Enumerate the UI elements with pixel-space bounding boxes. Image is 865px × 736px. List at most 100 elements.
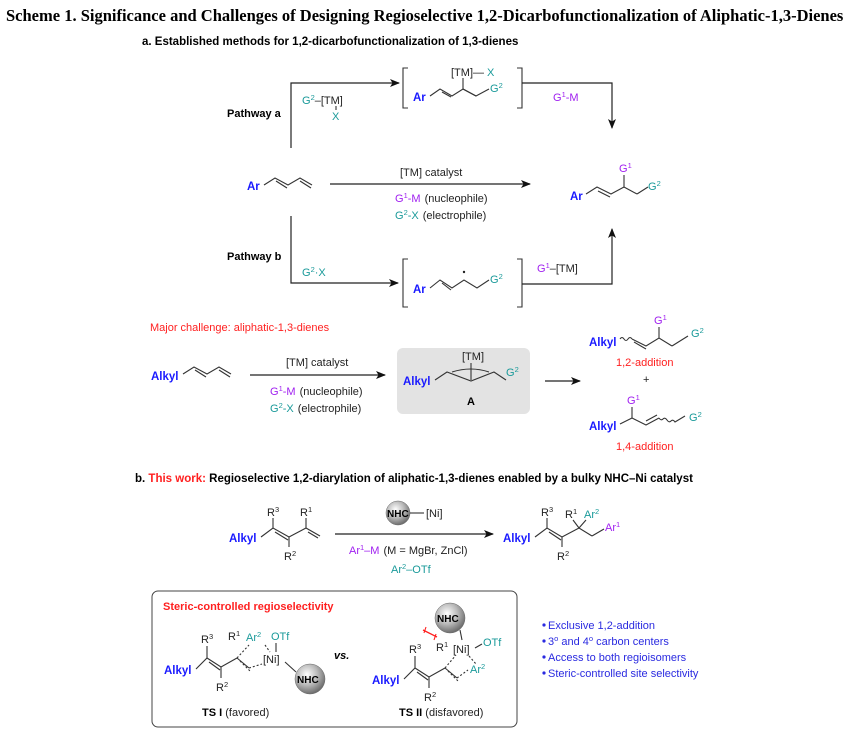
- svg-text:Alkyl: Alkyl: [151, 371, 179, 383]
- pathway-b-arrow: [290, 216, 399, 287]
- challenge-heading: Major challenge: aliphatic-1,3-dienes: [150, 322, 330, 334]
- svg-text:R2: R2: [216, 680, 228, 694]
- svg-text:Alkyl: Alkyl: [229, 533, 257, 545]
- pathway-b-arrow-2: [522, 228, 616, 285]
- svg-text:G1: G1: [619, 161, 632, 175]
- ts-1-label: TS I (favored): [202, 707, 269, 719]
- svg-text:G2: G2: [691, 326, 704, 340]
- svg-text:Ar: Ar: [247, 181, 260, 193]
- feature-list: Exclusive 1,2-addition 3o and 4o carbon …: [542, 620, 699, 680]
- pathway-b-step2-reagent: G1–[TM]: [537, 261, 578, 275]
- svg-text:R3: R3: [409, 642, 421, 656]
- pathway-a-reagent: G2–[TM]: [302, 93, 343, 107]
- ts-2-label: TS II (disfavored): [399, 707, 483, 719]
- nhc-ni-catalyst: NHC [Ni]: [385, 500, 443, 526]
- challenge-section: Major challenge: aliphatic-1,3-dienes Al…: [150, 313, 704, 453]
- ts-2: Alkyl R3 R2 R1 NHC [Ni] OTf Ar2 TS II (d: [372, 602, 502, 719]
- svg-text:G1: G1: [654, 313, 667, 327]
- product-1-4-addition: Alkyl G1 G2 1,4-addition: [589, 393, 702, 453]
- ts-1: Alkyl R3 R2 R1 Ar2 [Ni] OTf NHC TS I (fa…: [164, 629, 326, 719]
- svg-text:Alkyl: Alkyl: [503, 533, 531, 545]
- steric-clash-marker: [422, 629, 438, 638]
- svg-text:NHC: NHC: [297, 675, 319, 686]
- g2-label: G2: [490, 81, 503, 95]
- svg-text:Ar1: Ar1: [605, 520, 620, 534]
- diene-product: Ar G1 G2: [570, 161, 661, 203]
- pathway-a-label: Pathway a: [227, 108, 282, 120]
- diarylation-product: Alkyl R3 R2 R1 Ar2 Ar1: [503, 505, 620, 563]
- feature-item: Exclusive 1,2-addition: [542, 620, 655, 632]
- this-work-reaction: Alkyl R3 R2 R1 NHC [Ni] Ar1–M(M = MgBr, …: [229, 500, 620, 576]
- svg-text:Exclusive 1,2-addition: Exclusive 1,2-addition: [548, 620, 655, 632]
- svg-text:3o and 4o carbon centers: 3o and 4o carbon centers: [548, 634, 669, 648]
- scheme-title: Scheme 1. Significance and Challenges of…: [6, 6, 844, 25]
- section-b-heading: b. This work: Regioselective 1,2-diaryla…: [135, 473, 693, 485]
- feature-item: Access to both regioisomers: [542, 652, 687, 664]
- intermediate-label: A: [467, 396, 475, 408]
- svg-text:[Ni]: [Ni]: [263, 654, 280, 666]
- aryl-diene-substrate: Ar: [247, 177, 313, 193]
- svg-text:OTf: OTf: [271, 631, 290, 643]
- ts-box-heading: Steric-controlled regioselectivity: [163, 601, 334, 613]
- svg-text:[Ni]: [Ni]: [453, 644, 470, 656]
- svg-text:R3: R3: [201, 632, 213, 646]
- svg-text:G1: G1: [627, 393, 640, 407]
- svg-text:Alkyl: Alkyl: [372, 675, 400, 687]
- alkyl-diene-substrate: Alkyl: [151, 366, 232, 383]
- reagent-ar1-m: Ar1–M(M = MgBr, ZnCl): [349, 543, 468, 557]
- svg-text:R1: R1: [228, 629, 240, 643]
- svg-text:Alkyl: Alkyl: [589, 421, 617, 433]
- svg-text:Steric-controlled site selecti: Steric-controlled site selectivity: [548, 668, 699, 680]
- feature-item: 3o and 4o carbon centers: [542, 634, 669, 648]
- reagent-ar2-otf: Ar2–OTf: [391, 562, 432, 576]
- pathway-b-reagent: G2·X: [302, 265, 326, 279]
- svg-text:NHC: NHC: [437, 614, 459, 625]
- vs-label: vs.: [334, 650, 349, 662]
- svg-text:Ar: Ar: [413, 284, 426, 296]
- svg-text:R2: R2: [424, 690, 436, 704]
- svg-text:G2: G2: [490, 272, 503, 286]
- pathway-b: Pathway b G2·X Ar G2 G1–[TM]: [227, 216, 616, 308]
- ni-label: [Ni]: [426, 508, 443, 520]
- pathway-a-step2-reagent: G1-M: [553, 90, 579, 104]
- svg-text:R2: R2: [557, 549, 569, 563]
- svg-text:Alkyl: Alkyl: [164, 665, 192, 677]
- pathway-a-arrow: [290, 79, 400, 148]
- bullet-icon: [542, 639, 546, 643]
- svg-text:R2: R2: [284, 549, 296, 563]
- svg-text:G2: G2: [689, 410, 702, 424]
- svg-text:Access to both regioisomers: Access to both regioisomers: [548, 652, 687, 664]
- label-1-2-addition: 1,2-addition: [616, 357, 674, 369]
- svg-text:[TM]: [TM]: [462, 351, 484, 363]
- challenge-nucleophile: G1-M(nucleophile): [270, 384, 363, 398]
- direct-nucleophile: G1-M(nucleophile): [395, 191, 488, 205]
- svg-text:G2: G2: [648, 179, 661, 193]
- pathway-b-label: Pathway b: [227, 251, 282, 263]
- intermediate-a-box: [TM] Alkyl G2 A: [397, 348, 530, 414]
- pathway-a-x: X: [332, 111, 340, 123]
- bullet-icon: [542, 671, 546, 675]
- svg-text:OTf: OTf: [483, 637, 502, 649]
- pathway-a-arrow-2: [522, 82, 616, 129]
- pathway-a: Pathway a G2–[TM] X Ar [TM] — X G2 G1-M: [227, 67, 616, 148]
- label-1-4-addition: 1,4-addition: [616, 441, 674, 453]
- svg-text:R1: R1: [565, 507, 577, 521]
- direct-reaction: Ar [TM] catalyst G1-M(nucleophile) G2-X(…: [247, 161, 661, 222]
- svg-text:Ar2: Ar2: [470, 662, 485, 676]
- svg-text:G2: G2: [506, 365, 519, 379]
- svg-text:R3: R3: [267, 505, 279, 519]
- svg-text:R1: R1: [300, 505, 312, 519]
- substituted-diene-substrate: Alkyl R3 R2 R1: [229, 505, 321, 563]
- svg-text:Ar: Ar: [570, 191, 583, 203]
- svg-text:Alkyl: Alkyl: [589, 337, 617, 349]
- svg-text:—: —: [473, 67, 484, 79]
- challenge-catalyst: [TM] catalyst: [286, 357, 348, 369]
- svg-text:Ar2: Ar2: [246, 630, 261, 644]
- feature-item: Steric-controlled site selectivity: [542, 668, 699, 680]
- svg-text:[TM]: [TM]: [451, 67, 473, 79]
- bullet-icon: [542, 623, 546, 627]
- intermediate-b: Ar G2: [402, 258, 523, 308]
- product-1-2-addition: Alkyl G1 G2 1,2-addition: [589, 313, 704, 369]
- svg-text:Alkyl: Alkyl: [403, 376, 431, 388]
